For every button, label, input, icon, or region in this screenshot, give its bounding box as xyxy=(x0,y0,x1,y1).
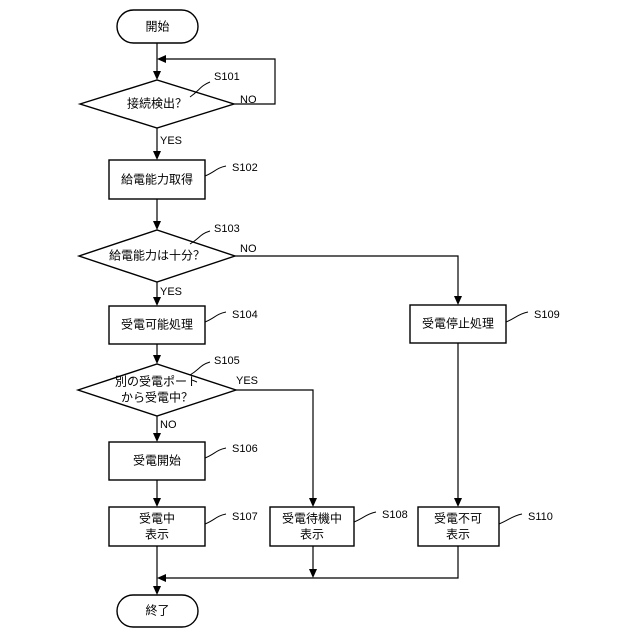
process-s102: 給電能力取得 xyxy=(109,160,205,199)
branch-label-s101-no: NO xyxy=(240,94,257,106)
start-label: 開始 xyxy=(145,20,169,34)
arrowhead xyxy=(309,569,317,578)
process-s110: 受電不可 表示 xyxy=(418,507,499,546)
leader-s110 xyxy=(499,514,522,524)
arrowhead xyxy=(153,433,161,442)
arrowhead xyxy=(454,296,462,305)
process-s110-label-line2: 表示 xyxy=(446,528,470,542)
arrowhead xyxy=(153,586,161,595)
step-label-s101: S101 xyxy=(214,71,240,83)
leader-s106 xyxy=(205,448,226,458)
leader-s104 xyxy=(205,312,226,322)
process-s107-label-line1: 受電中 xyxy=(139,511,175,526)
leader-s109 xyxy=(506,312,528,322)
process-s108: 受電待機中 表示 xyxy=(270,507,354,546)
step-label-s108: S108 xyxy=(382,509,408,521)
process-s104: 受電可能処理 xyxy=(109,306,205,344)
decision-s103: 給電能力は十分？ xyxy=(79,230,235,282)
process-s108-label-line2: 表示 xyxy=(300,528,324,542)
process-s109-label: 受電停止処理 xyxy=(422,316,494,331)
process-s107: 受電中 表示 xyxy=(109,507,205,546)
decision-s101: 接続検出？ xyxy=(80,80,234,128)
step-label-s106: S106 xyxy=(232,443,258,455)
step-label-s104: S104 xyxy=(232,309,258,321)
leader-s105 xyxy=(190,362,210,375)
decision-s105: 別の受電ポート から受電中？ xyxy=(78,364,236,416)
leader-s107 xyxy=(205,514,226,524)
leader-s108 xyxy=(354,512,376,522)
step-labels: S101 S102 S103 S104 S105 S106 S107 S108 … xyxy=(190,71,560,524)
process-s109: 受電停止処理 xyxy=(410,305,506,343)
decision-s103-label: 給電能力は十分？ xyxy=(109,249,205,263)
process-s106: 受電開始 xyxy=(109,442,205,480)
branch-label-s105-yes: YES xyxy=(236,375,258,387)
process-s108-label-line1: 受電待機中 xyxy=(282,511,342,526)
process-s102-label: 給電能力取得 xyxy=(121,172,193,187)
leader-s103 xyxy=(190,231,210,244)
step-label-s107: S107 xyxy=(232,511,258,523)
process-s107-label-line2: 表示 xyxy=(145,528,169,542)
step-label-s109: S109 xyxy=(534,309,560,321)
branch-label-s103-no: NO xyxy=(240,243,257,255)
decision-s105-label-line2: から受電中？ xyxy=(121,390,193,405)
branch-label-s105-no: NO xyxy=(160,419,177,431)
process-s106-label: 受電開始 xyxy=(133,454,181,468)
arrowhead xyxy=(153,71,161,80)
arrowhead xyxy=(153,355,161,364)
step-label-s105: S105 xyxy=(214,355,240,367)
arrowhead xyxy=(157,55,166,63)
end-label: 終了 xyxy=(145,603,169,618)
step-label-s103: S103 xyxy=(214,223,240,235)
step-label-s102: S102 xyxy=(232,162,258,174)
arrowhead xyxy=(153,151,161,160)
arrowhead xyxy=(153,221,161,230)
connector-s103-s109 xyxy=(235,256,458,300)
arrowhead xyxy=(157,574,166,582)
step-label-s110: S110 xyxy=(528,511,553,523)
arrowhead xyxy=(454,498,462,507)
arrowhead xyxy=(309,498,317,507)
branch-label-s101-yes: YES xyxy=(160,135,182,147)
end-terminal: 終了 xyxy=(117,595,198,627)
process-s104-label: 受電可能処理 xyxy=(121,318,193,332)
start-terminal: 開始 xyxy=(117,10,198,43)
arrowhead xyxy=(153,498,161,507)
decision-s101-label: 接続検出？ xyxy=(127,96,187,111)
leader-s102 xyxy=(205,166,226,176)
branch-label-s103-yes: YES xyxy=(160,286,182,298)
process-s110-label-line1: 受電不可 xyxy=(434,512,482,526)
arrowhead xyxy=(153,297,161,306)
decision-s105-label-line1: 別の受電ポート xyxy=(115,375,199,389)
